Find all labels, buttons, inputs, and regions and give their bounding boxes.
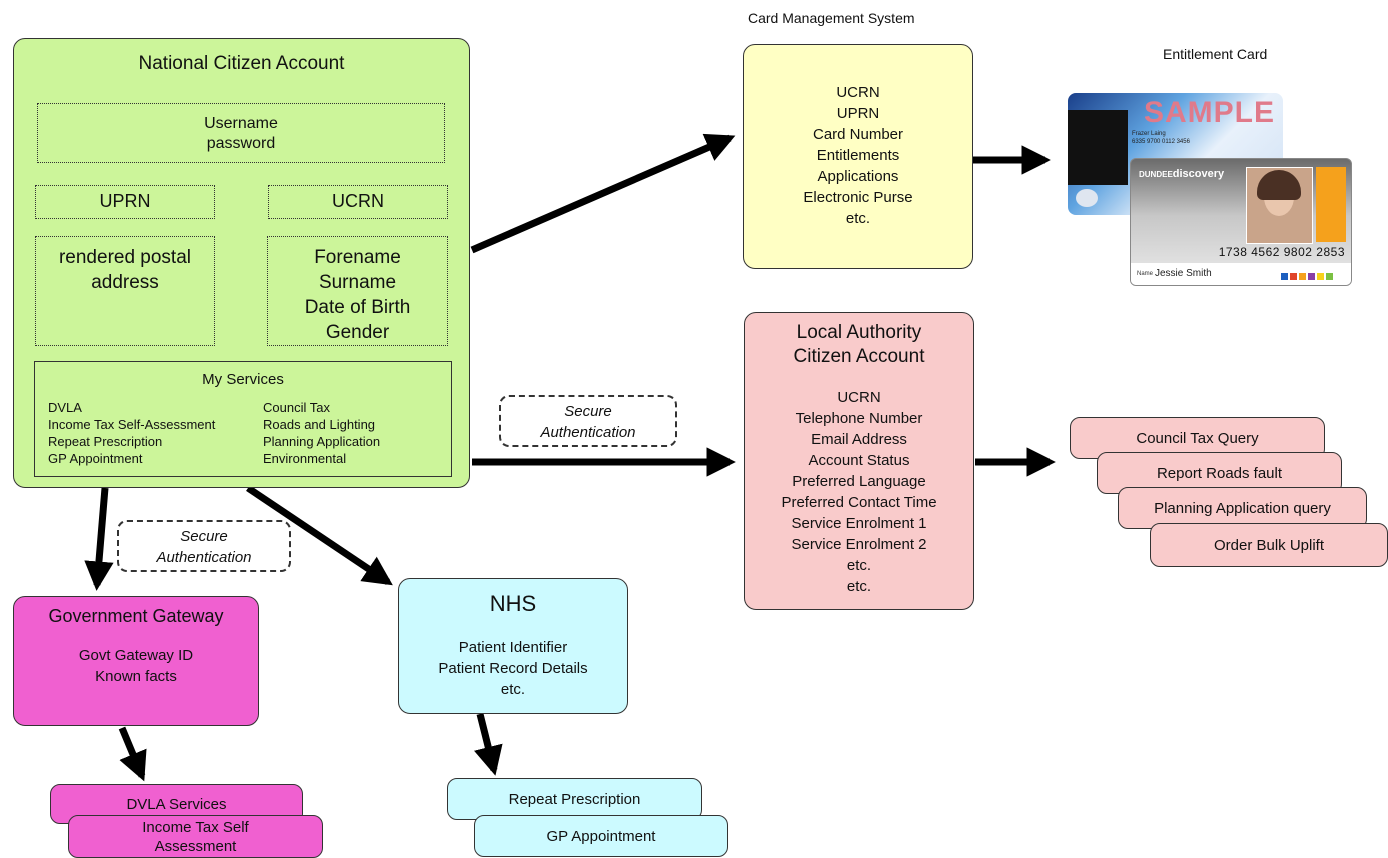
la-details: UCRN Telephone Number Email Address Acco…: [781, 389, 937, 595]
nhs-details: Patient Identifier Patient Record Detail…: [438, 639, 588, 698]
card-number: 1738 4562 9802 2853: [1218, 245, 1345, 259]
personal-details-box: Forename Surname Date of Birth Gender: [267, 236, 448, 346]
la-service-card: Order Bulk Uplift: [1150, 523, 1388, 567]
service-item: Planning Application: [263, 434, 381, 449]
service-item: Income Tax Self-Assessment: [48, 417, 216, 432]
card-photo-placeholder: [1068, 110, 1128, 185]
password-label: password: [206, 135, 276, 152]
uprn-box: UPRN: [35, 185, 215, 219]
local-authority-citizen-account-box: Local Authority Citizen Account UCRN Tel…: [744, 312, 974, 610]
card-name-label: Name: [1137, 271, 1154, 277]
card-color-squares: [1281, 267, 1333, 285]
postal-address-box: rendered postal address: [35, 236, 215, 346]
nhs-box: NHS Patient Identifier Patient Record De…: [398, 578, 628, 714]
card-back-number: 6335 9700 0112 3456: [1132, 139, 1190, 145]
secure-authentication-label: Secure Authentication: [499, 395, 677, 447]
arrow-nhs-to-services: [474, 713, 503, 776]
credentials-box: Username password: [37, 103, 445, 163]
crest-icon: [1076, 189, 1098, 207]
ucrn-label: UCRN: [332, 191, 384, 211]
cms-caption: Card Management System: [748, 10, 915, 26]
service-item: Roads and Lighting: [263, 417, 376, 432]
my-services-title: My Services: [202, 371, 284, 388]
government-gateway-box: Government Gateway Govt Gateway ID Known…: [13, 596, 259, 726]
service-item: Repeat Prescription: [48, 434, 163, 449]
card-brand-logo: DUNDEEdiscovery: [1139, 168, 1225, 180]
my-services-box: My Services DVLA Income Tax Self-Assessm…: [34, 361, 452, 477]
card-sample-watermark: SAMPLE: [1144, 96, 1276, 129]
arrow-nca-to-cms: [470, 133, 736, 254]
nhs-service-card: Repeat Prescription: [447, 778, 702, 820]
card-orange-stripe: [1316, 167, 1346, 242]
ucrn-box: UCRN: [268, 185, 448, 219]
la-service-card: Planning Application query: [1118, 487, 1367, 529]
gg-details: Govt Gateway ID Known facts: [78, 647, 194, 685]
service-item: Council Tax: [263, 400, 330, 415]
card-back-holder-name: Frazer Laing: [1132, 131, 1166, 137]
card-holder-name: Jessie Smith: [1155, 268, 1212, 279]
la-title: Local Authority Citizen Account: [793, 322, 925, 367]
arrow-gg-to-services: [118, 726, 147, 782]
service-item: Environmental: [263, 451, 347, 466]
username-label: Username: [204, 115, 278, 132]
nhs-title: NHS: [489, 591, 537, 616]
secure-authentication-label: Secure Authentication: [117, 520, 291, 572]
national-citizen-account-box: [13, 38, 470, 488]
card-name-strip: Name Jessie Smith: [1131, 263, 1351, 285]
card-management-system-box: UCRN UPRN Card Number Entitlements Appli…: [743, 44, 973, 269]
nca-title: National Citizen Account: [138, 53, 345, 74]
nhs-service-card: GP Appointment: [474, 815, 728, 857]
arrow-nca-to-nhs: [246, 485, 393, 586]
uprn-label: UPRN: [99, 191, 151, 211]
arrow-nca-to-gg: [84, 487, 114, 591]
entitlement-card-caption: Entitlement Card: [1163, 46, 1268, 62]
services-right-list: Council Tax Roads and Lighting Planning …: [263, 399, 380, 467]
gg-service-card: Income Tax Self Assessment: [68, 815, 323, 858]
services-left-list: DVLA Income Tax Self-Assessment Repeat P…: [48, 399, 215, 467]
service-item: GP Appointment: [48, 451, 143, 466]
gg-title: Government Gateway: [48, 606, 224, 626]
service-item: DVLA: [48, 400, 82, 415]
card-photo: [1246, 167, 1313, 244]
card-front-image: DUNDEEdiscovery 1738 4562 9802 2853 Name…: [1130, 158, 1352, 286]
